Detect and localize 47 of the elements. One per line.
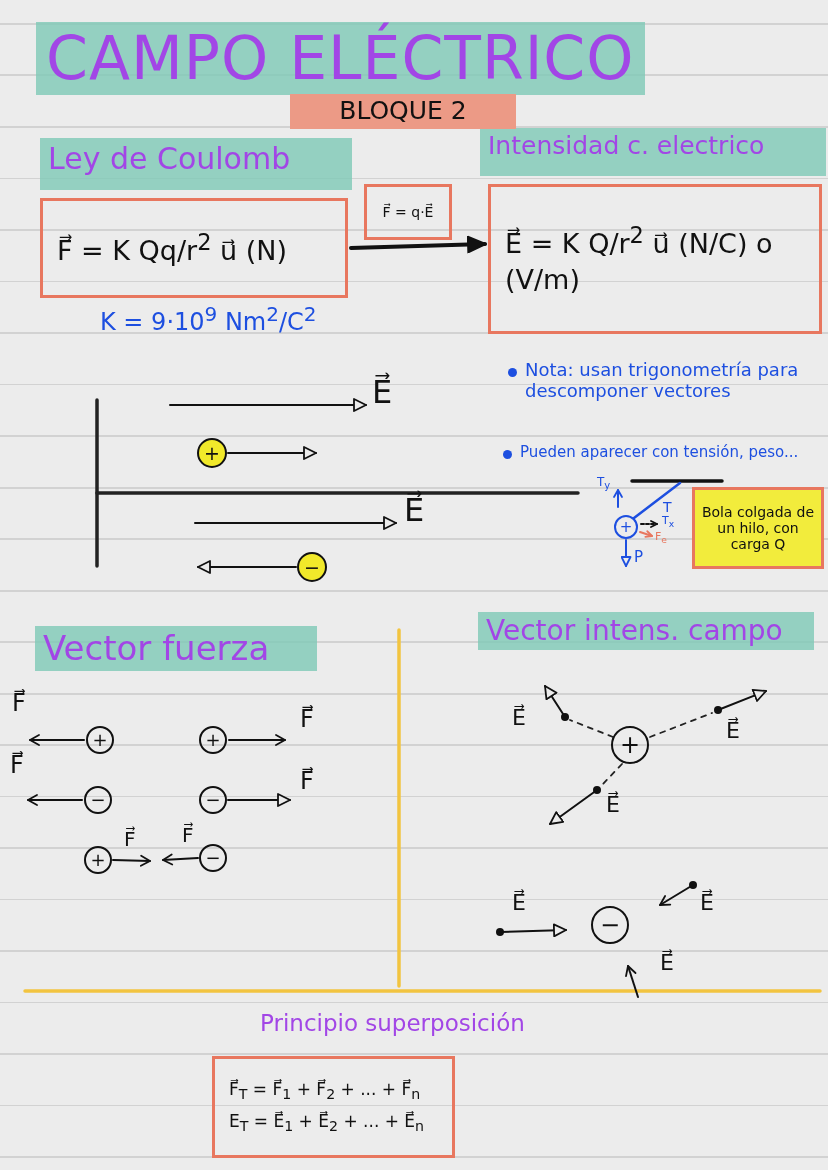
arrow [349, 235, 487, 254]
vector-label: E⃗ [700, 890, 714, 916]
force-label: T$_{y}$ [597, 476, 611, 492]
charge-circle: − [199, 786, 227, 814]
charge-circle: − [199, 844, 227, 872]
section-heading: Vector intens. campo [478, 612, 814, 651]
charge-circle: + [611, 726, 649, 764]
vector-label: F⃗ [300, 768, 314, 796]
charge-circle: − [591, 906, 629, 944]
title: CAMPO ELÉCTRICO [36, 22, 645, 95]
formula: E⃗ = K Q/r$^{2}$ u⃗ (N/C) o (V/m) [505, 221, 774, 297]
force-label: F$_{e}$ [655, 531, 667, 546]
vector-label: F⃗ [124, 828, 136, 851]
formula: F⃗$_{T}$ = F⃗$_{1}$ + F⃗$_{2}$ + ... + F⃗$_{n}$ [229, 1078, 422, 1104]
force-label: T$_{x}$ [662, 515, 675, 530]
note-box: Bola colgada de un hilo, con carga Q [692, 487, 824, 569]
formula: F⃗ = K Qq/r$^{2}$ u⃗ (N) [57, 227, 289, 268]
formula-box: F⃗ = q·E⃗ [364, 184, 452, 240]
vector-label: F⃗ [10, 752, 24, 780]
vector-label: E⃗ [512, 705, 526, 731]
charge-circle: + [84, 846, 112, 874]
vector-label: F⃗ [300, 706, 314, 734]
section-heading: Ley de Coulomb [40, 138, 352, 190]
formula: E$_{T}$ = E⃗$_{1}$ + E⃗$_{2}$ + ... + E⃗$_{n}$ [229, 1110, 426, 1136]
vector-label: E⃗ [606, 792, 620, 818]
section-heading: Vector fuerza [35, 626, 317, 672]
charge-circle: − [84, 786, 112, 814]
charge-circle: − [297, 552, 327, 582]
section-heading: Intensidad c. electrico [480, 128, 826, 176]
force-label: P [634, 549, 644, 567]
vector-label: E⃗ [372, 374, 393, 411]
bullet-note: Nota: usan trigonometría para descomponer vectores [505, 360, 828, 402]
charge-circle: + [614, 515, 638, 539]
charge-circle: + [197, 438, 227, 468]
subtitle: BLOQUE 2 [290, 94, 516, 129]
vector-label: E⃗ [404, 492, 425, 529]
vector-label: E⃗ [660, 950, 674, 976]
charge-circle: + [199, 726, 227, 754]
charge-circle: + [86, 726, 114, 754]
vector-label: E⃗ [512, 890, 526, 916]
vector-label: F⃗ [12, 690, 26, 718]
constant-formula: K = 9·10$^{9}$ Nm$^{2}$/C$^{2}$ [100, 303, 317, 337]
bullet-note: Pueden aparecer con tensión, peso... [500, 444, 828, 462]
vector-label: E⃗ [726, 718, 740, 744]
section-heading: Principio superposición [259, 1009, 526, 1038]
vector-label: F⃗ [182, 824, 194, 847]
force-label: T [663, 499, 672, 516]
